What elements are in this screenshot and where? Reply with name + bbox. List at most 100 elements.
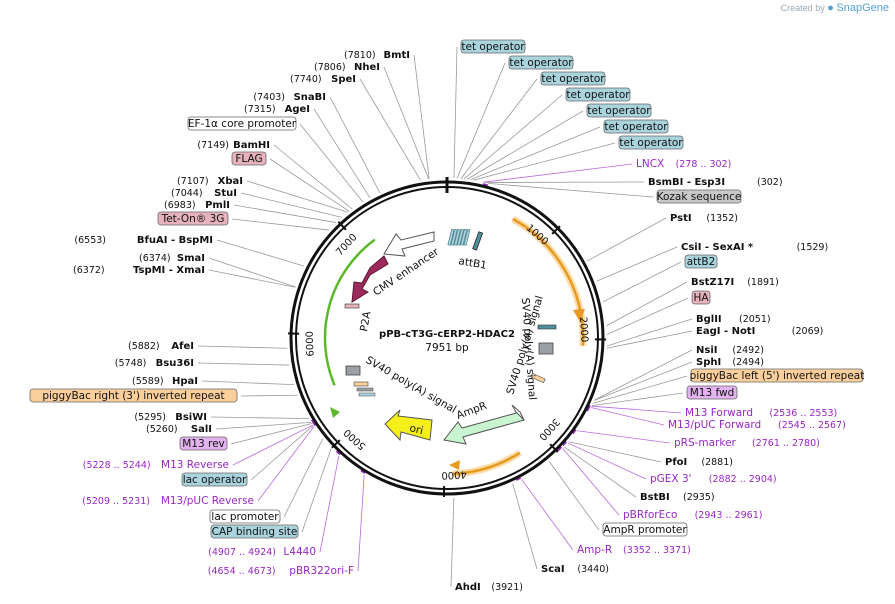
cap-block	[358, 392, 376, 397]
leader-line	[568, 441, 662, 463]
map-label[interactable]: LNCX(278 .. 302)	[636, 158, 731, 170]
tet-operator-block	[447, 228, 455, 246]
map-label[interactable]: AmpR promoter	[602, 522, 688, 537]
map-label[interactable]: FLAG	[231, 151, 267, 166]
map-label[interactable]: BstZ17I(1891)	[691, 277, 779, 288]
map-label[interactable]: BsmBI - Esp3I(302)	[648, 177, 783, 188]
primer-range: (2761 .. 2780)	[752, 438, 820, 449]
map-label[interactable]: BfuAI - BspMI(6553)	[74, 235, 213, 246]
map-label[interactable]: Tet-On® 3G	[157, 211, 229, 226]
enzyme-name: BmtI	[383, 50, 410, 61]
map-label[interactable]: tet operator	[618, 135, 684, 150]
map-label[interactable]: CAP binding site	[210, 524, 299, 539]
map-label[interactable]: M13 fwd	[686, 385, 738, 400]
map-label[interactable]: CsiI - SexAI *(1529)	[681, 242, 828, 253]
map-label[interactable]: piggyBac left (5') inverted repeat	[690, 368, 865, 383]
map-label[interactable]: piggyBac right (3') inverted repeat	[29, 388, 238, 403]
map-label[interactable]: EF-1α core promoter	[187, 116, 297, 131]
leader-line	[313, 108, 371, 198]
map-label[interactable]: tet operator	[586, 103, 652, 118]
map-label[interactable]: BmtI (7810)	[344, 50, 410, 61]
map-label[interactable]: EagI - NotI(2069)	[696, 326, 823, 337]
leader-line	[357, 474, 365, 572]
map-label[interactable]: AfeI(5882)	[128, 341, 194, 352]
enzyme-position: (7149)	[197, 140, 229, 151]
map-label[interactable]: tet operator	[540, 71, 606, 86]
map-label[interactable]: Kozak sequence	[656, 189, 742, 204]
enzyme-name: BstBI	[640, 492, 670, 503]
map-label[interactable]: SnaBI(7403)	[253, 92, 326, 103]
map-label[interactable]: PmlI(6983)	[164, 200, 230, 211]
map-label[interactable]: ScaI(3440)	[541, 564, 609, 575]
orf-arc-line	[512, 217, 585, 346]
enzyme-position: (1891)	[747, 277, 779, 288]
leader-line	[283, 438, 324, 518]
map-label[interactable]: tet operator	[508, 55, 574, 70]
feature-box-label: Kozak sequence	[657, 191, 742, 203]
map-label[interactable]: SmaI(6374)	[139, 253, 205, 264]
map-label[interactable]: attB2	[684, 254, 718, 269]
map-label[interactable]: TspMI - XmaI(6372)	[73, 265, 205, 276]
map-label[interactable]: AgeI(7315)	[244, 104, 310, 115]
map-label[interactable]: tet operator	[565, 87, 631, 102]
map-label[interactable]: SphI(2494)	[696, 357, 764, 368]
map-label[interactable]: pRS-marker(2761 .. 2780)	[674, 437, 820, 449]
map-label[interactable]: StuI(7044)	[171, 188, 237, 199]
map-label[interactable]: HpaI(5589)	[132, 376, 198, 387]
enzyme-position: (6553)	[74, 235, 106, 246]
primer-name: M13 Forward	[685, 407, 753, 419]
map-label[interactable]: M13 rev	[179, 436, 228, 451]
map-label[interactable]: lac promoter	[209, 509, 281, 524]
map-label[interactable]: pBRforEco(2943 .. 2961)	[623, 509, 762, 521]
snapgene-logo-icon: ●	[827, 2, 834, 14]
map-label[interactable]: NsiI(2492)	[696, 345, 764, 356]
map-label[interactable]: NheI(7806)	[314, 62, 380, 73]
map-label[interactable]: PfoI(2881)	[665, 457, 733, 468]
map-label[interactable]: BstBI(2935)	[640, 492, 715, 503]
leader-line	[484, 181, 645, 183]
p2a-label: P2A	[358, 310, 373, 333]
feature-box	[686, 385, 738, 400]
map-label[interactable]: pBR322ori-F(4654 .. 4673)	[208, 565, 354, 577]
map-label[interactable]: BsiWI(5295)	[134, 412, 207, 423]
map-label[interactable]: SpeI(7740)	[290, 74, 356, 85]
primer-site-mark	[360, 469, 366, 475]
map-label[interactable]: M13/pUC Reverse(5209 .. 5231)	[82, 495, 254, 507]
primer-range: (278 .. 302)	[676, 159, 732, 170]
enzyme-position: (5260)	[146, 424, 178, 435]
primer-name: L4440	[283, 546, 316, 558]
map-label[interactable]: M13/pUC Forward(2545 .. 2567)	[668, 419, 846, 431]
map-label[interactable]: BamHI(7149)	[197, 140, 270, 151]
map-label[interactable]: L4440(4907 .. 4924)	[208, 546, 316, 558]
map-label[interactable]: tet operator	[603, 119, 669, 134]
map-label[interactable]: PstI(1352)	[670, 213, 738, 224]
enzyme-position: (1352)	[706, 213, 738, 224]
tet-operator-block	[463, 228, 471, 246]
leader-line	[246, 180, 349, 213]
primer-range: (2882 .. 2904)	[709, 474, 777, 485]
tick-label: 4000	[441, 468, 467, 480]
leader-line	[240, 192, 342, 218]
feature-box	[565, 87, 631, 102]
map-label[interactable]: Bsu36I(5748)	[115, 358, 194, 369]
enzyme-name: StuI	[214, 188, 237, 199]
enzyme-name: AgeI	[285, 104, 310, 115]
map-label[interactable]: M13 Forward(2536 .. 2553)	[685, 407, 837, 419]
leader-line	[606, 330, 693, 349]
map-label[interactable]: tet operator	[460, 39, 526, 54]
leader-line	[197, 345, 288, 349]
map-label[interactable]: BglII(2051)	[696, 314, 771, 325]
p2a-arrow	[351, 255, 389, 303]
enzyme-position: (7810)	[344, 50, 376, 61]
map-label[interactable]: pGEX 3'(2882 .. 2904)	[650, 473, 777, 485]
leader-line	[231, 218, 329, 231]
map-label[interactable]: SalI(5260)	[146, 424, 212, 435]
map-label[interactable]: AhdI(3921)	[455, 582, 523, 593]
map-label[interactable]: M13 Reverse(5228 .. 5244)	[83, 459, 229, 471]
map-label[interactable]: XbaI(7107)	[177, 176, 243, 187]
enzyme-position: (5589)	[132, 376, 164, 387]
map-label[interactable]: HA	[691, 290, 711, 305]
map-label[interactable]: Amp-R(3352 .. 3371)	[577, 544, 691, 556]
map-label[interactable]: lac operator	[181, 472, 248, 487]
